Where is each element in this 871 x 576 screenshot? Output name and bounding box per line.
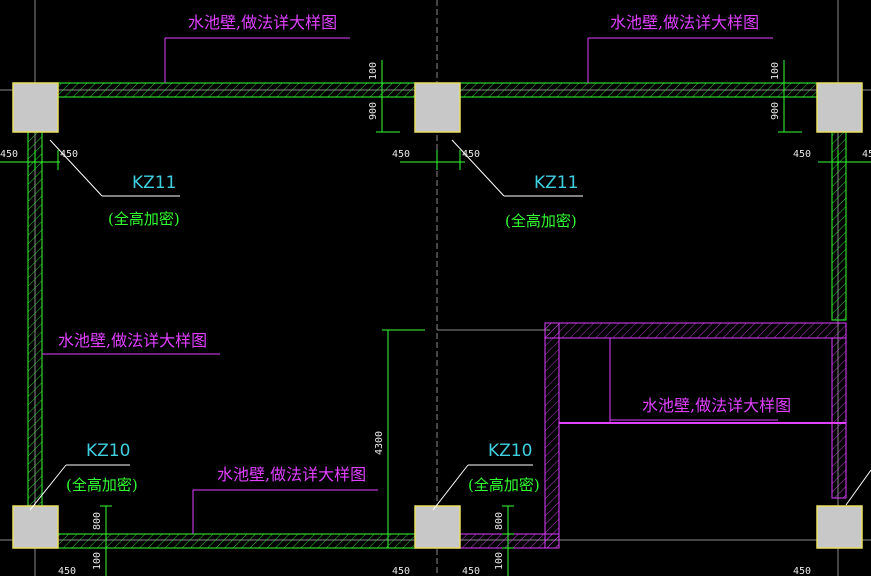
pool-walls [459,322,847,549]
wall-note-top-right: 水池壁,做法详大样图 [610,13,759,32]
column-top-left [12,82,59,133]
column-top-right [816,82,863,133]
column-bottom-left [12,505,59,549]
dim-450-top-right-b: 450 [862,149,871,160]
dim-450-bottom-left: 450 [58,566,76,576]
column-top-middle [414,82,461,133]
note-leaders [42,37,778,534]
dim-100-bottom-mid: 100 [494,552,505,570]
dim-450-bottom-right: 450 [793,566,811,576]
dim-450-bottom-mid-a: 450 [392,566,410,576]
dimension-lines [0,60,871,576]
column-bottom-middle [414,505,461,549]
wall-note-mid-left: 水池壁,做法详大样图 [58,331,207,350]
column-note-kz11-middle: (全高加密) [505,212,577,230]
dim-900-top-right: 900 [770,102,781,120]
dim-450-top-right-a: 450 [793,149,811,160]
dim-800-bottom-left: 800 [92,512,103,530]
columns [12,82,863,549]
wall-note-pool: 水池壁,做法详大样图 [642,396,791,415]
dim-450-top-left-a: 450 [0,149,18,160]
dim-450-top-mid-b: 450 [462,149,480,160]
column-label-kz10-left: KZ10 [86,441,130,461]
column-note-kz11-left: (全高加密) [108,210,180,228]
column-leaders [29,139,871,511]
wall-note-bottom: 水池壁,做法详大样图 [217,465,366,484]
dim-900-top-mid: 900 [368,102,379,120]
dim-100-top-right: 100 [770,62,781,80]
column-label-kz10-middle: KZ10 [488,441,532,461]
wall-note-top-left: 水池壁,做法详大样图 [188,13,337,32]
column-note-kz10-middle: (全高加密) [468,476,540,494]
dim-100-bottom-left: 100 [92,552,103,570]
column-note-kz10-left: (全高加密) [66,476,138,494]
column-bottom-right [816,505,863,549]
dim-450-top-left-b: 450 [60,149,78,160]
dim-450-bottom-mid-b: 450 [462,566,480,576]
dim-800-bottom-mid: 800 [494,512,505,530]
dim-4300: 4300 [374,431,385,455]
column-label-kz11-middle: KZ11 [534,173,578,193]
dim-450-top-mid-a: 450 [392,149,410,160]
dim-100-top-mid: 100 [368,62,379,80]
column-label-kz11-left: KZ11 [132,173,176,193]
